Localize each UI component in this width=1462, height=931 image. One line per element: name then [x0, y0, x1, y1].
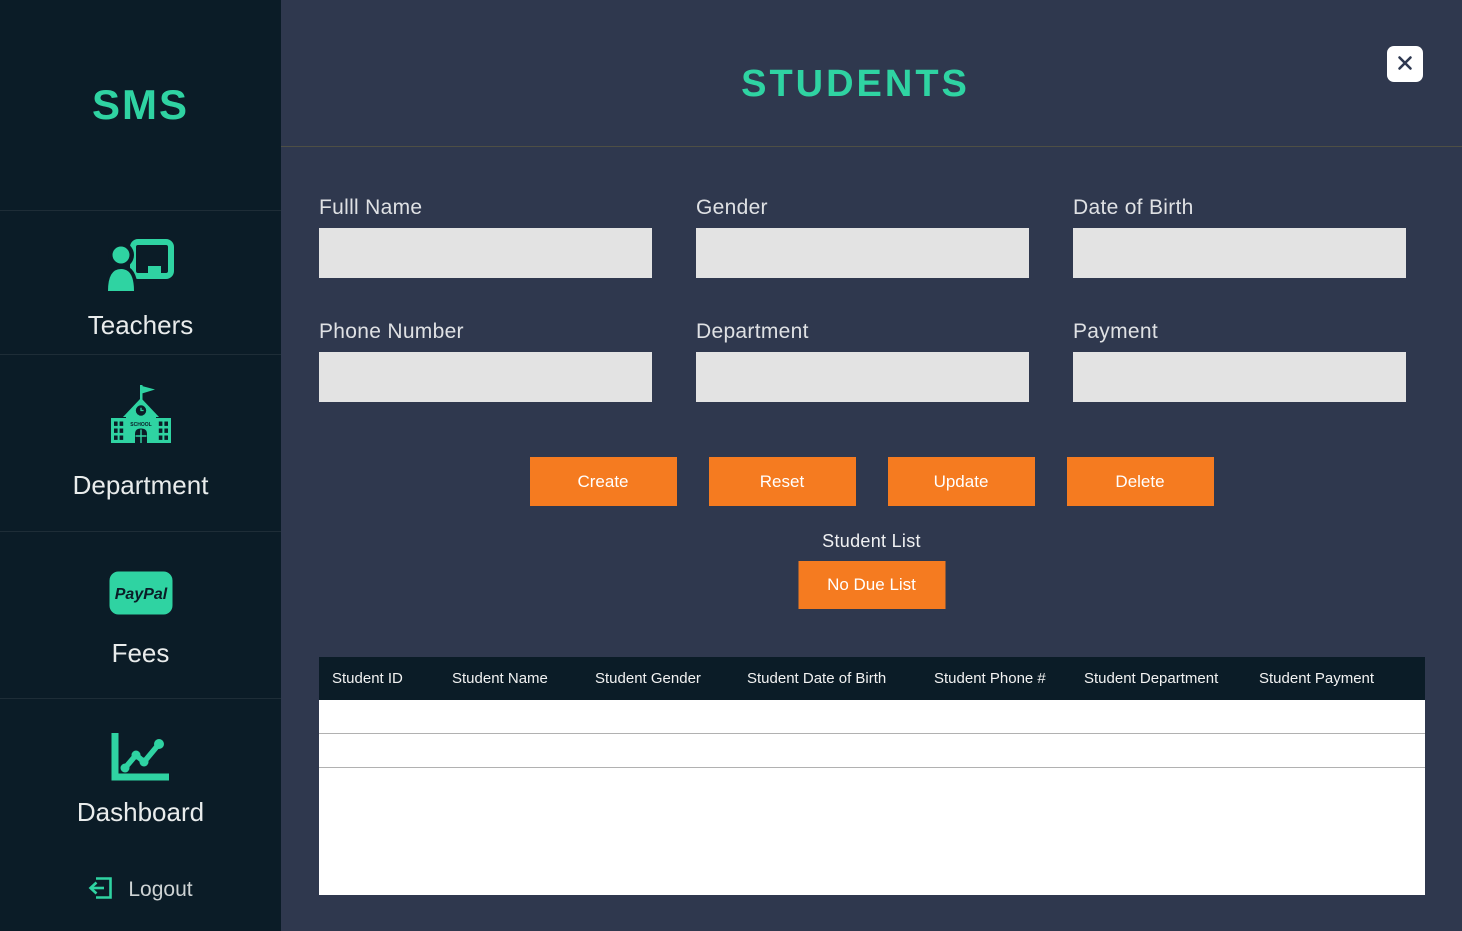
logo-section: SMS — [0, 0, 281, 211]
sidebar-item-dashboard[interactable]: Dashboard — [0, 699, 281, 849]
column-header: Student Gender — [595, 670, 701, 687]
phone-number-input[interactable] — [319, 352, 652, 402]
column-header: Student ID — [332, 670, 403, 687]
table-cell — [1246, 734, 1425, 767]
sidebar-item-label: Teachers — [87, 309, 194, 340]
full-name-label: Fulll Name — [319, 196, 423, 219]
app-logo: SMS — [91, 81, 189, 128]
table-row — [319, 700, 1425, 734]
logout-label: Logout — [128, 878, 193, 901]
field-date-of-birth: Date of Birth — [1073, 196, 1406, 278]
student-list-title: Student List — [822, 531, 921, 551]
paypal-icon: PayPal — [109, 571, 173, 620]
chart-line-icon — [109, 730, 173, 789]
main-content: STUDENTS Fulll Name Gender Date of Birth… — [281, 0, 1462, 931]
close-icon — [1396, 54, 1414, 75]
table-cell — [921, 700, 1071, 733]
table-header-row: Student ID Student Name Student Gender S… — [319, 657, 1425, 700]
no-due-list-button[interactable]: No Due List — [798, 561, 945, 609]
sidebar-item-label: Dashboard — [76, 797, 205, 827]
gender-input[interactable] — [696, 228, 1029, 278]
column-header: Student Department — [1084, 670, 1219, 687]
svg-text:SCHOOL: SCHOOL — [130, 422, 151, 428]
column-header: Student Payment — [1259, 670, 1375, 687]
svg-text:PayPal: PayPal — [114, 586, 167, 603]
full-name-input[interactable] — [319, 228, 652, 278]
sidebar-item-label: Fees — [111, 638, 170, 668]
sidebar-item-department[interactable]: SCHOOL Department — [0, 355, 281, 532]
field-department: Department — [696, 320, 1029, 402]
column-header: Student Phone # — [934, 670, 1046, 687]
reset-button[interactable]: Reset — [708, 457, 856, 506]
table-cell — [582, 734, 734, 767]
department-label: Department — [696, 320, 809, 343]
page-header: STUDENTS — [281, 0, 1462, 147]
table-cell — [1071, 700, 1246, 733]
sidebar-item-fees[interactable]: PayPal Fees — [0, 532, 281, 699]
student-form: Fulll Name Gender Date of Birth Phone Nu… — [319, 196, 1406, 402]
table-cell — [439, 734, 582, 767]
department-input[interactable] — [696, 352, 1029, 402]
sidebar: SMS Teachers — [0, 0, 281, 931]
column-header: Student Date of Birth — [747, 670, 887, 687]
table-cell — [1071, 734, 1246, 767]
phone-number-label: Phone Number — [319, 320, 464, 343]
gender-label: Gender — [696, 196, 768, 219]
sidebar-item-label: Department — [72, 470, 209, 500]
date-of-birth-label: Date of Birth — [1073, 196, 1194, 219]
table-cell — [921, 734, 1071, 767]
school-icon: SCHOOL — [109, 385, 173, 450]
teacher-board-icon — [103, 238, 174, 298]
table-row — [319, 734, 1425, 768]
column-header: Student Name — [452, 670, 548, 687]
student-table: Student ID Student Name Student Gender S… — [319, 657, 1425, 895]
close-button[interactable] — [1387, 46, 1423, 82]
table-body — [319, 700, 1425, 895]
table-cell — [582, 700, 734, 733]
table-cell — [319, 700, 439, 733]
page-title: STUDENTS — [741, 63, 970, 105]
table-empty-area — [319, 768, 1425, 895]
delete-button[interactable]: Delete — [1066, 457, 1214, 506]
update-button[interactable]: Update — [887, 457, 1035, 506]
table-cell — [439, 700, 582, 733]
field-phone-number: Phone Number — [319, 320, 652, 402]
logout-icon — [88, 875, 114, 906]
payment-label: Payment — [1073, 320, 1158, 343]
action-buttons: Create Reset Update Delete — [281, 457, 1462, 506]
field-payment: Payment — [1073, 320, 1406, 402]
table-cell — [734, 700, 921, 733]
sidebar-item-teachers[interactable]: Teachers — [0, 211, 281, 355]
table-cell — [734, 734, 921, 767]
table-cell — [1246, 700, 1425, 733]
field-full-name: Fulll Name — [319, 196, 652, 278]
date-of-birth-input[interactable] — [1073, 228, 1406, 278]
create-button[interactable]: Create — [529, 457, 677, 506]
field-gender: Gender — [696, 196, 1029, 278]
logout-button[interactable]: Logout — [0, 849, 281, 931]
table-cell — [319, 734, 439, 767]
payment-input[interactable] — [1073, 352, 1406, 402]
